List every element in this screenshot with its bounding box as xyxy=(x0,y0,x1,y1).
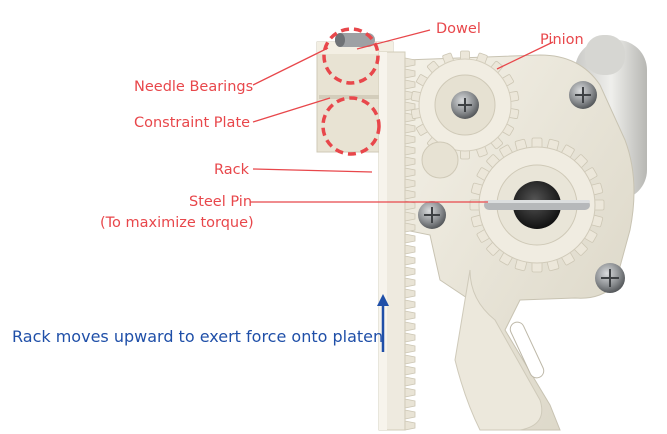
label-pinion: Pinion xyxy=(540,32,584,48)
rack-tooth xyxy=(405,212,415,221)
rack-tooth xyxy=(405,355,415,364)
rack-tooth xyxy=(405,245,415,254)
steel-pin xyxy=(484,200,590,210)
rack-tooth xyxy=(405,179,415,188)
rack-tooth xyxy=(405,69,415,78)
rack-tooth xyxy=(405,234,415,243)
rack-tooth xyxy=(405,267,415,276)
label-constraint-plate: Constraint Plate xyxy=(134,115,250,131)
screw-icon xyxy=(569,81,597,109)
rack-tooth xyxy=(405,344,415,353)
caption-rack-motion: Rack moves upward to exert force onto pl… xyxy=(12,327,383,346)
label-needle-bearings: Needle Bearings xyxy=(134,79,253,95)
rack-tooth xyxy=(405,190,415,199)
rack-tooth xyxy=(405,322,415,331)
label-steel-pin-note: (To maximize torque) xyxy=(100,215,254,231)
rack-tooth xyxy=(405,410,415,419)
rack-tooth xyxy=(405,366,415,375)
label-steel-pin: Steel Pin xyxy=(189,194,252,210)
rack-tooth xyxy=(405,146,415,155)
screw-icon xyxy=(418,201,446,229)
rack-tooth xyxy=(405,289,415,298)
rack-tooth xyxy=(405,377,415,386)
rack xyxy=(379,52,405,430)
rack-tooth xyxy=(405,399,415,408)
rack-tooth xyxy=(405,300,415,309)
rack-tooth xyxy=(405,388,415,397)
label-rack: Rack xyxy=(214,162,250,178)
rack-tooth xyxy=(405,278,415,287)
rack-tooth xyxy=(405,256,415,265)
rack-tooth xyxy=(405,311,415,320)
label-dowel: Dowel xyxy=(436,21,481,37)
rack-tooth xyxy=(405,124,415,133)
rack-tooth xyxy=(405,421,415,430)
rack-tooth xyxy=(405,135,415,144)
rack-tooth xyxy=(405,223,415,232)
idler-gear xyxy=(422,142,458,178)
rack-tooth xyxy=(405,80,415,89)
rack-tooth xyxy=(405,333,415,342)
pinion-gear xyxy=(411,51,519,159)
leader-rack xyxy=(253,169,372,172)
rack-tooth xyxy=(405,168,415,177)
rack-tooth xyxy=(405,157,415,166)
screw-icon xyxy=(595,263,625,293)
rack-tooth xyxy=(405,58,415,67)
